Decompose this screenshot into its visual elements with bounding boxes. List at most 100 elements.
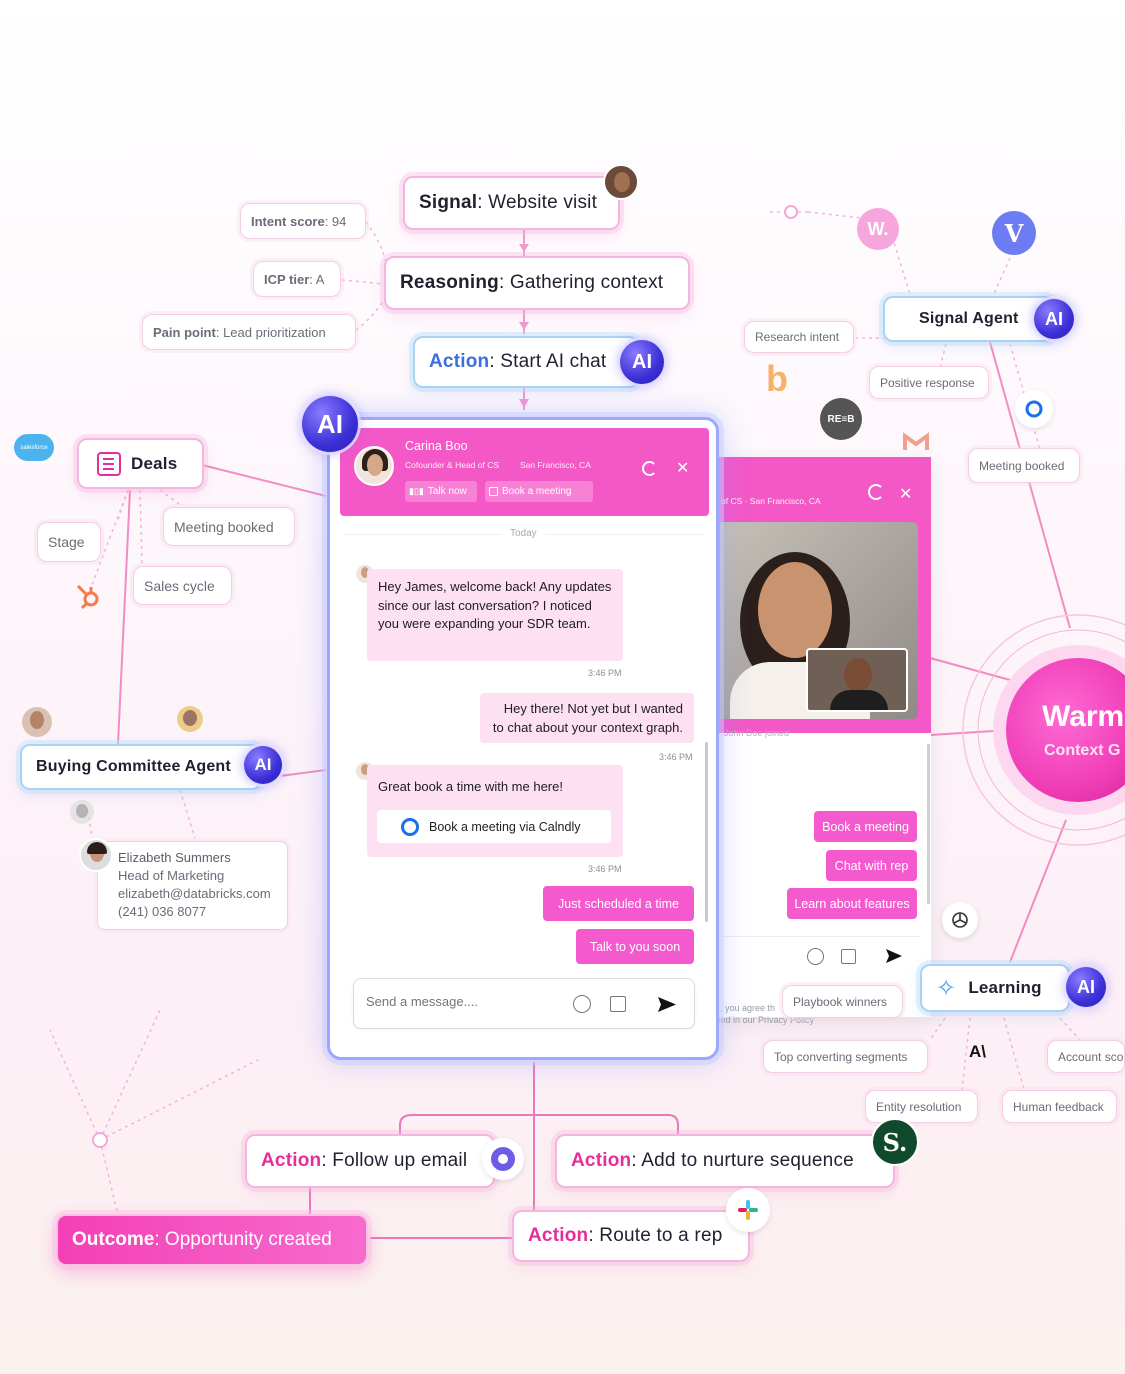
slack-logo-icon [726,1188,770,1232]
signal-node[interactable]: Signal: Website visit [403,176,620,230]
video-input-bar [722,936,920,976]
chat-with-rep-button[interactable]: Chat with rep [826,850,917,881]
action-nurture-sequence-node[interactable]: Action: Add to nurture sequence [555,1134,895,1188]
action-text: : Start AI chat [489,351,607,372]
header-book-meeting-button[interactable]: Book a meeting [485,481,593,502]
deals-node[interactable]: Deals [77,438,204,489]
video-chat-subtitle: of CS · San Francisco, CA [721,496,821,506]
positive-response-pill: Positive response [869,366,989,399]
deals-stage-pill: Stage [37,522,101,562]
signal-agent-node[interactable]: Signal Agent [883,296,1055,342]
contact-avatar [79,838,113,872]
agent-location: San Francisco, CA [520,460,591,470]
emoji-icon[interactable] [573,995,591,1013]
message-time-1: 3:46 PM [588,668,622,678]
contact-card [97,841,288,930]
contact-role: Head of Marketing [118,868,225,883]
message-time-2: 3:46 PM [659,752,693,762]
chat-widget: Carina Boo Cofounder & Head of CS San Fr… [327,417,719,1060]
reply-talk-soon[interactable]: Talk to you soon [576,929,694,964]
contact-name: Elizabeth Summers [118,850,231,865]
agent-avatar [354,446,394,486]
signal-meeting-booked-pill: Meeting booked [968,448,1080,483]
video-emoji-icon[interactable] [807,948,824,965]
video-image-icon[interactable] [841,949,856,964]
calendar-icon [489,487,498,496]
deals-sales-cycle-pill: Sales cycle [133,566,232,605]
action-start-chat-node[interactable]: Action: Start AI chat [413,336,639,388]
human-feedback-pill: Human feedback [1002,1090,1117,1123]
warm-context-subtitle: Context G [1044,742,1121,759]
committee-avatar-2 [177,706,203,732]
message-time-3: 3:46 PM [588,864,622,874]
signal-avatar [603,164,639,200]
committee-avatar-3 [70,800,94,824]
pain-point-pill: Pain point: Lead prioritization [142,314,356,350]
reasoning-text: : Gathering context [498,272,664,293]
playbook-winners-pill: Playbook winners [782,985,903,1018]
contact-email[interactable]: elizabeth@databricks.com [118,886,271,901]
video-refresh-icon[interactable] [868,484,884,500]
outcome-opportunity-node[interactable]: Outcome: Opportunity created [56,1214,368,1266]
learning-node[interactable]: ✧ Learning [920,964,1070,1012]
privacy-text-1: , you agree th [720,1003,776,1013]
agent-message-1: Hey James, welcome back! Any updates sin… [367,569,623,661]
deals-icon [97,451,121,476]
research-intent-pill: Research intent [744,321,854,353]
ai-badge-icon: AI [1066,967,1106,1007]
message-input-box[interactable] [353,978,695,1029]
calendly-link-button[interactable]: Book a meeting via Calndly [377,810,611,843]
video-send-icon[interactable] [885,948,903,969]
sparkle-icon: ✧ [936,974,957,1002]
buying-committee-agent-node[interactable]: Buying Committee Agent [20,744,262,790]
book-meeting-button[interactable]: Book a meeting [814,811,917,842]
deals-title: Deals [131,453,178,473]
waveform-icon: ▮▯▮ [409,486,424,496]
close-icon[interactable]: ✕ [676,460,690,477]
action-route-to-rep-node[interactable]: Action: Route to a rep [512,1210,750,1262]
w-logo-icon: W. [857,208,899,250]
salesloft-logo-icon: S. [871,1118,919,1166]
intent-score-pill: Intent score: 94 [240,203,366,239]
chat-header: Carina Boo Cofounder & Head of CS San Fr… [340,428,709,516]
icp-tier-pill: ICP tier: A [253,261,341,297]
deals-meeting-booked-pill: Meeting booked [163,507,295,546]
b-logo-icon: b [766,358,788,399]
outreach-logo-icon [482,1138,524,1180]
signal-label: Signal [419,192,478,213]
action-follow-up-email-node[interactable]: Action: Follow up email [245,1134,495,1188]
chat-scrollbar[interactable] [705,742,708,922]
reasoning-node[interactable]: Reasoning: Gathering context [384,256,690,310]
action-label: Action [429,351,490,372]
talk-now-button[interactable]: ▮▯▮Talk now [405,481,477,502]
video-joined-text: John Doe joined [724,728,790,738]
ai-badge-icon: AI [244,746,282,784]
v-logo-icon: V [992,211,1036,255]
ai-badge-icon: AI [620,340,664,384]
video-feed-small [806,648,908,712]
agent-name: Carina Boo [405,439,468,453]
video-scrollbar[interactable] [927,744,930,904]
anthropic-icon: A\ [969,1042,986,1061]
ai-badge-icon: AI [1034,299,1074,339]
agent-subtitle: Cofounder & Head of CS [405,460,500,470]
committee-avatar-1 [22,707,52,737]
chat-ai-badge-icon: AI [302,396,358,452]
warm-context-title: Warm [1042,700,1125,733]
message-input[interactable] [366,994,546,1009]
image-icon[interactable] [610,996,626,1012]
contact-phone: (241) 036 8077 [118,904,207,919]
calendly-logo-icon [1015,390,1053,428]
video-close-icon[interactable]: ✕ [899,486,913,503]
reply-just-scheduled[interactable]: Just scheduled a time [543,886,694,921]
signal-text: : Website visit [477,192,598,213]
privacy-text-2[interactable]: sed in our Privacy Policy [716,1015,815,1025]
user-message-1: Hey there! Not yet but I wanted to chat … [480,693,694,743]
send-icon[interactable] [657,996,677,1018]
reasoning-label: Reasoning [400,272,499,293]
top-converting-segments-pill: Top converting segments [763,1040,928,1073]
learn-about-features-button[interactable]: Learn about features [787,888,917,919]
entity-resolution-pill: Entity resolution [865,1090,978,1123]
reb-logo-icon: RE≡B [820,398,862,440]
refresh-icon[interactable] [642,461,657,476]
